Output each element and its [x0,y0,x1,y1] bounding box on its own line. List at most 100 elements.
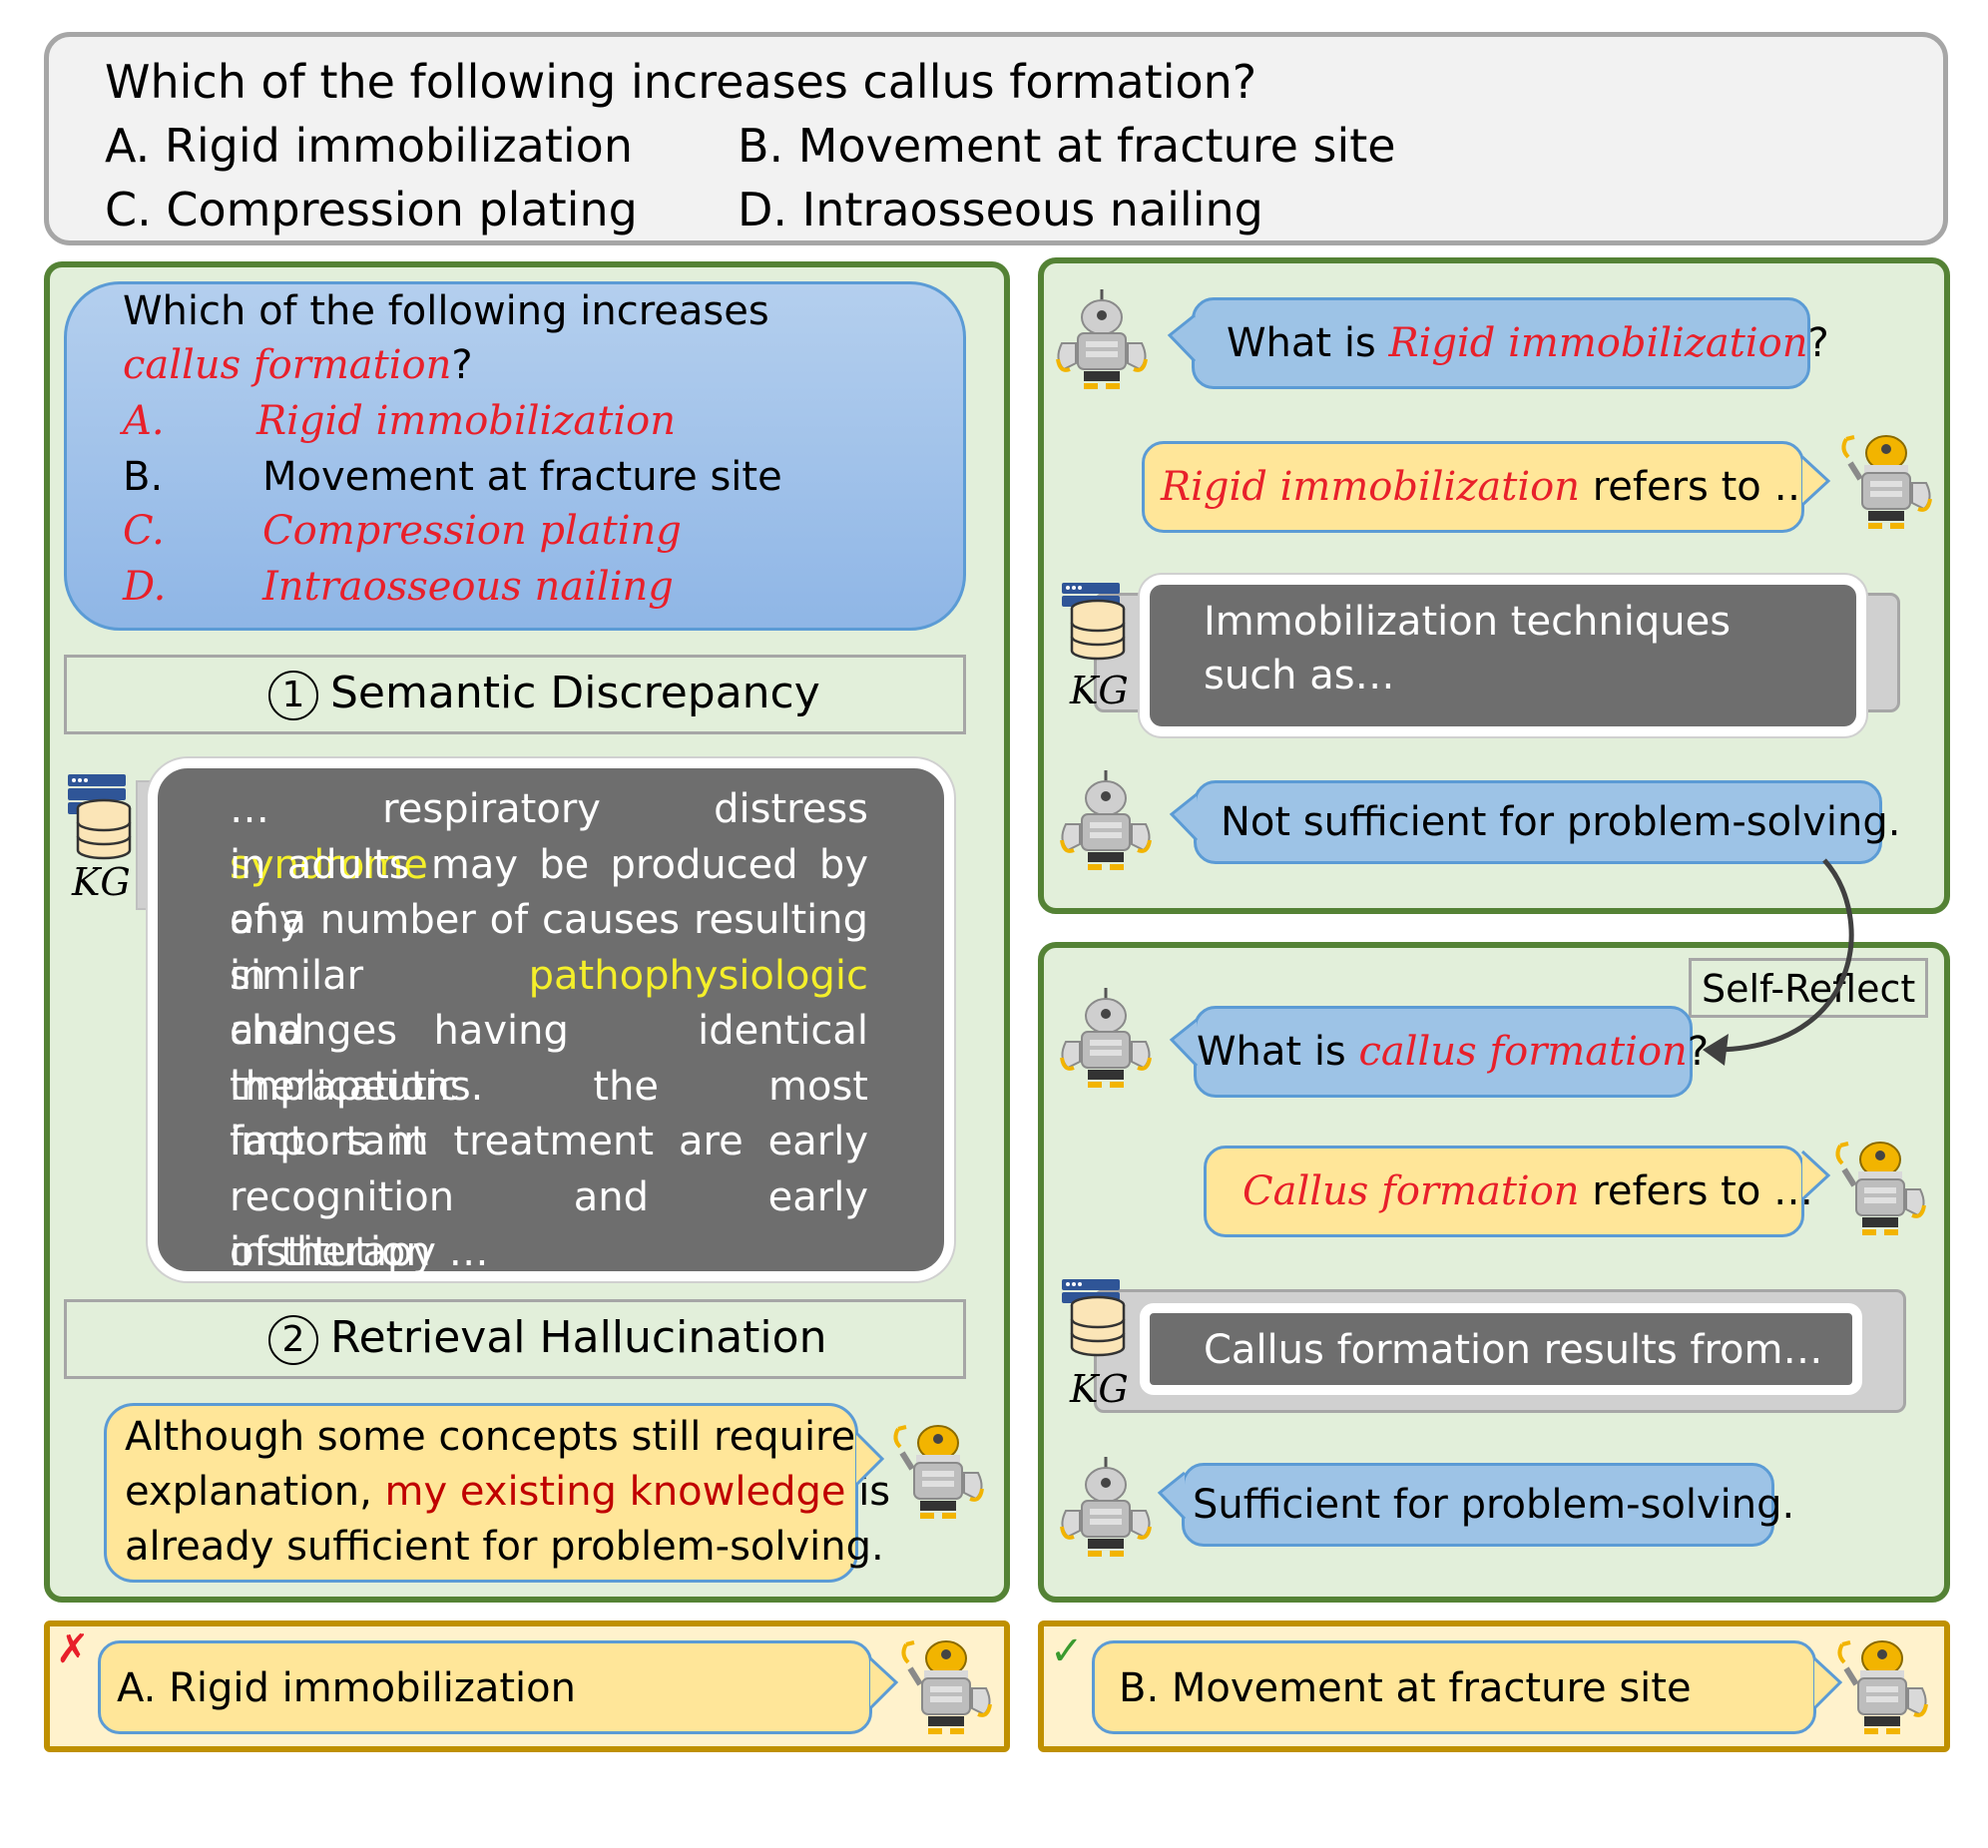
bubble-tail [1800,455,1831,507]
highlight-syndrome: syndrome [230,841,428,888]
kg-label: KG [1070,669,1129,712]
card-option-d-text: Intraosseous nailing [262,564,674,610]
kg-passage-line2: in adults may be produced by any [230,841,868,944]
robot-yellow [893,1425,984,1519]
issue2-number: 2 [268,1315,318,1365]
q1-term: Rigid immobilization [1388,320,1808,366]
card-option-a-text: Rigid immobilization [256,398,676,444]
question-bubble-1: What is Rigid immobilization? [1192,297,1829,389]
robot-gray [1056,289,1148,389]
card-option-b-text: Movement at fracture site [262,454,782,500]
kg-snippet-1-line2: such as… [1204,653,1395,698]
question-card-highlight: callus formation [123,342,452,388]
question-box: Which of the following increases callus … [44,32,1948,245]
a1-suffix: refers to … [1592,464,1814,510]
card-option-a-letter: A. [123,398,165,444]
question-card-line1: Which of the following increases [123,288,769,334]
option-d: D. Intraosseous nailing [738,183,1263,236]
kg-passage-line9: of therapy … [230,1229,489,1275]
robot-asking-icon [1060,1457,1152,1557]
robot-asking-icon [1060,988,1152,1088]
robot-asking-icon [1060,770,1152,870]
question-stem: Which of the following increases callus … [105,55,1257,109]
question-card-line2: callus formation? [123,342,473,388]
card-option-d-letter: D. [123,564,167,610]
kg-passage-line4: similar pathophysiologic changes [230,952,868,1055]
a1-term: Rigid immobilization [1161,464,1580,510]
kg-passage-line7: factors in treatment are early [230,1119,868,1164]
a2-term: Callus formation [1242,1168,1580,1214]
wrong-mark-icon: ✗ [56,1626,90,1672]
robot-gray [1060,988,1152,1088]
agent-reply-line2: explanation, my existing knowledge is [125,1469,891,1515]
issue2-label: Retrieval Hallucination [330,1312,827,1363]
bubble-tail [1800,1150,1831,1201]
robot-answering-icon [1835,1142,1926,1235]
self-reflect-text: Self-Reflect [1702,967,1916,1011]
kg-passage-line1: … respiratory distress syndrome [230,786,868,888]
baseline-answer-panel: ✗ A. Rigid immobilization [44,1620,1010,1752]
q2-prefix: What is [1197,1029,1346,1075]
q1-prefix: What is [1227,320,1376,366]
bubble-tail [1169,792,1199,842]
option-b: B. Movement at fracture site [738,119,1396,173]
wrong-answer-bubble: A. Rigid immobilization [98,1640,872,1734]
correct-answer-text: B. Movement at fracture site [1119,1665,1692,1711]
kg-snippet-2: Callus formation results from… [1140,1303,1862,1395]
question-card: Which of the following increases callus … [64,281,966,631]
robot-gray [1060,1457,1152,1557]
database-icon [1062,583,1126,661]
method-answer-panel: ✓ B. Movement at fracture site [1038,1620,1950,1752]
a2-suffix: refers to … [1592,1168,1814,1214]
issue1-label: Semantic Discrepancy [330,668,820,718]
card-option-b-letter: B. [123,454,164,500]
robot-answering-icon [1837,1640,1928,1734]
bubble-tail [1812,1656,1843,1710]
question-bubble-2: What is callus formation? [1194,1006,1709,1098]
q2-term: callus formation [1358,1029,1688,1075]
self-reflect-label: Self-Reflect [1689,958,1928,1018]
database-icon [1062,1279,1126,1357]
kg-passage: … respiratory distress syndrome in adult… [148,758,954,1281]
robot-gray [1060,770,1152,870]
verdict-bubble-sufficient: Sufficient for problem-solving. [1182,1463,1794,1547]
verdict-insufficient-text: Not sufficient for problem-solving. [1221,799,1901,845]
agent-reply-bubble: Although some concepts still require exp… [104,1403,890,1583]
option-c: C. Compression plating [105,183,638,236]
robot-yellow [1841,435,1932,529]
agent-reply-highlight: my existing knowledge [384,1469,846,1515]
bubble-tail [1167,313,1197,363]
bubble-tail [868,1656,899,1710]
issue1-number: 1 [268,671,318,720]
robot-yellow [901,1640,992,1734]
answer-bubble-2: Callus formation refers to … [1204,1146,1813,1237]
kg-label: KG [1070,1367,1129,1411]
kg-label: KG [72,860,131,904]
database-icon [68,774,132,860]
wrong-answer-text: A. Rigid immobilization [117,1665,576,1711]
bubble-tail [854,1431,885,1487]
agent-reply-line1: Although some concepts still require [125,1414,856,1460]
verdict-bubble-insufficient: Not sufficient for problem-solving. [1194,780,1900,864]
verdict-sufficient-text: Sufficient for problem-solving. [1193,1482,1795,1528]
robot-answering-icon [1841,435,1932,529]
card-option-c-letter: C. [123,508,165,554]
kg-passage-line3: of a number of causes resulting in [230,897,868,999]
card-option-c-text: Compression plating [262,508,682,554]
kg-passage-line6: implications. the most important [230,1063,868,1165]
robot-asking-icon [1056,289,1148,389]
robot-yellow [1835,1142,1926,1235]
kg-snippet-2-text: Callus formation results from… [1204,1327,1823,1373]
question-card-qmark: ? [451,342,473,388]
option-a: A. Rigid immobilization [105,119,633,173]
kg-passage-line8: recognition and early institution [230,1173,868,1276]
correct-answer-bubble: B. Movement at fracture site [1092,1640,1816,1734]
robot-answering-icon [901,1640,992,1734]
highlight-pathophysiologic: pathophysiologic [528,952,868,999]
answer-bubble-1: Rigid immobilization refers to … [1142,441,1813,533]
bubble-tail [1157,1471,1187,1521]
robot-answering-icon [893,1425,984,1519]
